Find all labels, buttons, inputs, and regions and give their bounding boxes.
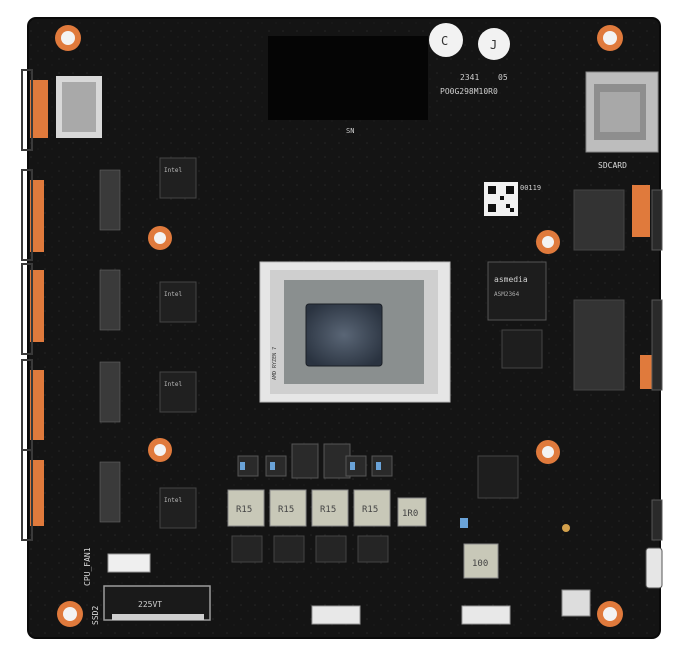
intel-chip-2 — [159, 281, 197, 323]
svg-text:R15: R15 — [362, 505, 378, 515]
mount-hole-mid-right — [536, 230, 560, 254]
amd-marking: AMD RYZEN 7 — [272, 347, 278, 380]
m2-ssd-slot — [103, 585, 211, 621]
right-chips — [477, 189, 625, 499]
svg-text:R15: R15 — [320, 505, 336, 515]
inductor-4 — [353, 489, 391, 527]
qr-code — [484, 182, 518, 216]
mount-hole-lower-left — [148, 438, 172, 462]
m2-code: 225VT — [138, 600, 162, 609]
right-tab-2 — [640, 355, 652, 389]
vrm-mosfets — [237, 443, 393, 479]
board-date: 2341 — [460, 73, 479, 82]
svg-text:1R0: 1R0 — [402, 509, 418, 519]
sd-card-slot — [585, 71, 659, 153]
qr-code-text: 00119 — [520, 184, 541, 192]
svg-text:R15: R15 — [278, 505, 294, 515]
svg-text:Intel: Intel — [164, 291, 182, 298]
mount-hole-top-right — [597, 25, 623, 51]
svg-text:R15: R15 — [236, 505, 252, 515]
right-connectors — [645, 189, 663, 589]
vrm-inductors: R15 R15 R15 R15 1R0 100 — [227, 489, 499, 579]
sticker-j: J — [478, 28, 510, 60]
sd-card-label: SDCARD — [598, 161, 627, 170]
left-tab-5 — [30, 460, 44, 526]
right-tab-1 — [632, 185, 650, 237]
left-tab-4 — [30, 370, 44, 440]
bottom-connectors — [311, 605, 511, 625]
intel-chip-4 — [159, 487, 197, 529]
svg-text:100: 100 — [472, 559, 488, 569]
svg-text:Intel: Intel — [164, 381, 182, 388]
intel-chip-3 — [159, 371, 197, 413]
svg-text:J: J — [490, 38, 497, 52]
left-tab-2 — [30, 180, 44, 252]
mount-hole-mid-left — [148, 226, 172, 250]
top-left-connector — [56, 76, 102, 138]
mount-hole-bottom-right — [597, 601, 623, 627]
cpu-package: AMD RYZEN 7 — [259, 261, 451, 403]
sn-label: SN — [346, 127, 354, 135]
left-tab-3 — [30, 270, 44, 342]
svg-text:asmedia: asmedia — [494, 275, 528, 284]
cpu-fan-label: CPU_FAN1 — [83, 547, 92, 586]
left-port-tabs — [30, 80, 48, 526]
left-magnetics — [99, 169, 121, 523]
mount-hole-lower-right — [536, 440, 560, 464]
svg-text:Intel: Intel — [164, 167, 182, 174]
ssd-label: SSD2 — [91, 606, 100, 625]
sticker-c: C — [429, 23, 463, 57]
svg-text:ASM2364: ASM2364 — [494, 291, 520, 298]
mount-hole-bottom-left — [57, 601, 83, 627]
inductor-large — [463, 543, 499, 579]
inductor-small — [397, 497, 427, 527]
inductor-2 — [269, 489, 307, 527]
right-port-tabs — [632, 185, 652, 389]
board-rev: 05 — [498, 73, 508, 82]
left-tab-1 — [30, 80, 48, 138]
test-point — [562, 524, 570, 532]
lower-mosfets — [231, 535, 389, 563]
mounting-holes — [55, 25, 623, 627]
left-chip-column: Intel Intel Intel Intel — [159, 157, 197, 529]
cpu-fan-connector — [107, 553, 151, 573]
blue-capacitors — [240, 462, 468, 528]
svg-text:Intel: Intel — [164, 497, 182, 504]
inductor-3 — [311, 489, 349, 527]
intel-chip-1 — [159, 157, 197, 199]
inductor-1 — [227, 489, 265, 527]
mount-hole-top-left — [55, 25, 81, 51]
serial-label-block — [268, 36, 428, 120]
asmedia-chip: asmedia ASM2364 — [487, 261, 547, 321]
bottom-right-header — [561, 589, 591, 617]
svg-text:C: C — [441, 34, 448, 48]
left-connectors — [21, 69, 33, 541]
cpu-die — [305, 303, 383, 367]
board-code: PO0G298M10R0 — [440, 87, 498, 96]
